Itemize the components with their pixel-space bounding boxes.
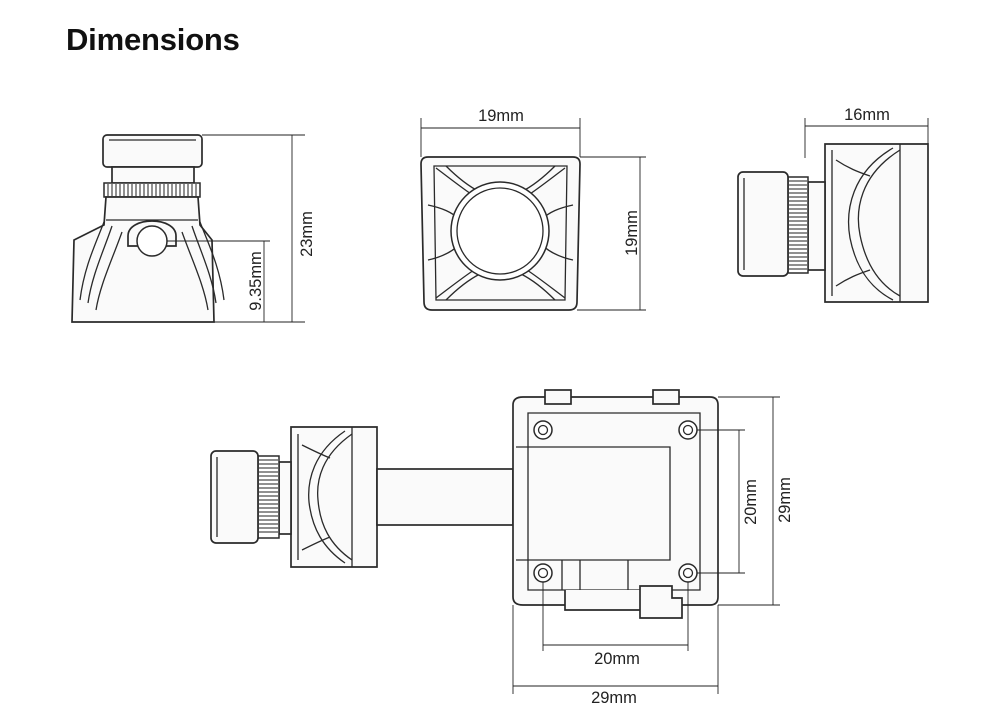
bracket-hole-tr (678, 420, 698, 440)
assembly-view: 20mm 29mm 20mm 29mm (210, 389, 794, 707)
cable-shaft (376, 468, 514, 526)
lens-face-width-label: 19mm (478, 107, 524, 125)
bracket-tab-right (652, 389, 680, 405)
mounting-bracket (512, 396, 719, 606)
bracket-tab-left (544, 389, 572, 405)
assembly-lens-cap (210, 450, 259, 544)
bracket-hole-bl (533, 563, 553, 583)
lens-face-height-label: 19mm (623, 210, 641, 256)
side-view: 16mm (737, 106, 929, 303)
bracket-height-label: 29mm (776, 477, 794, 523)
lens-face-view: 19mm 19mm (420, 107, 646, 311)
front-lens-axis-label: 9.35mm (247, 251, 265, 311)
lens-inner (456, 187, 544, 275)
bracket-width-label: 29mm (591, 689, 637, 707)
front-knurl (107, 184, 197, 196)
front-height-label: 23mm (298, 211, 316, 257)
bracket-hole-tl (533, 420, 553, 440)
side-depth-label: 16mm (844, 106, 890, 124)
front-view: 23mm 9.35mm (71, 134, 316, 323)
hole-horizontal-label: 20mm (594, 650, 640, 668)
lens-outer (450, 181, 550, 281)
hole-vertical-label: 20mm (742, 479, 760, 525)
page-title: Dimensions (66, 22, 240, 57)
assembly-camera-body (290, 426, 378, 568)
side-body (824, 143, 929, 303)
side-lens-cap (737, 171, 789, 277)
bracket-hole-br (678, 563, 698, 583)
mount-hole (136, 225, 168, 257)
